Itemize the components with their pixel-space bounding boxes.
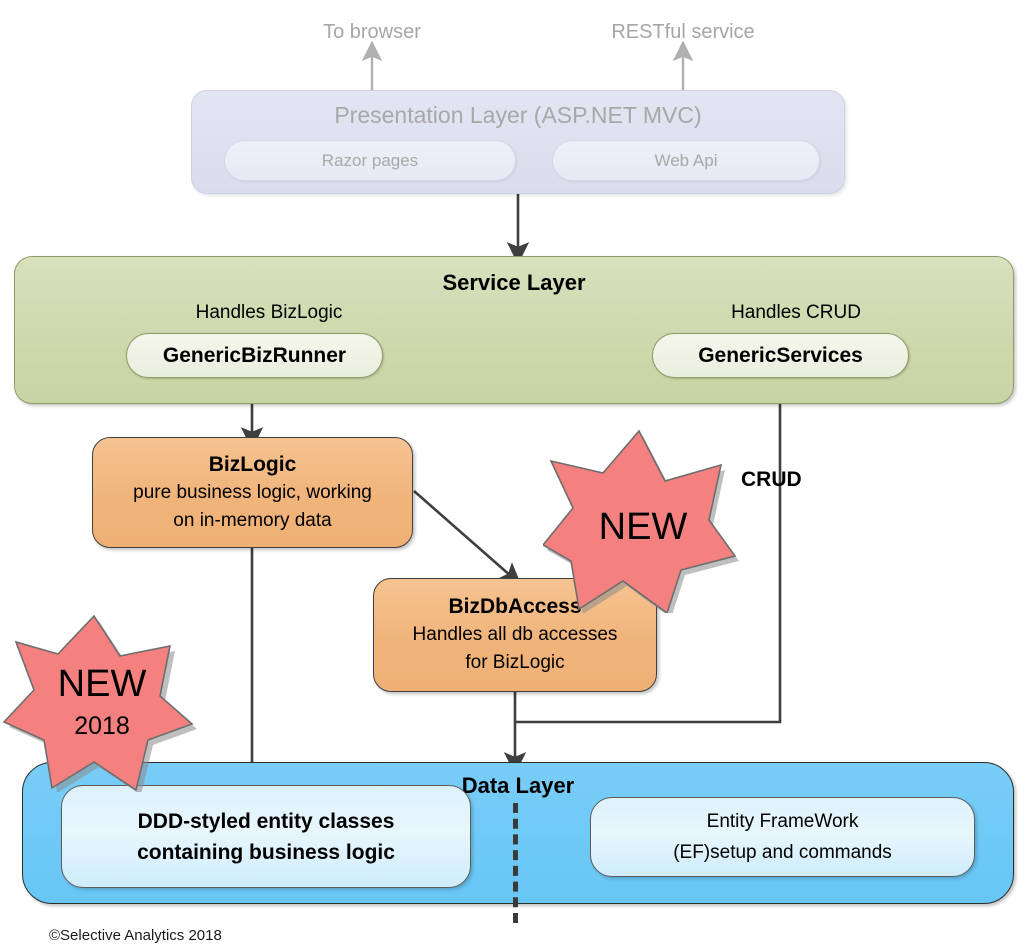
data-pill-entity-framework[interactable]: Entity FrameWork (EF)setup and commands (590, 797, 975, 877)
new-badge-data-layer: NEW 2018 (2, 612, 202, 792)
service-pill-genericservices-label: GenericServices (698, 343, 863, 367)
bizlogic-line-2: on in-memory data (173, 509, 332, 531)
bizdbaccess-line-2: for BizLogic (465, 652, 565, 673)
presentation-layer: Presentation Layer (ASP.NET MVC) Razor p… (191, 90, 845, 194)
bizdbaccess-line-1: Handles all db accesses (412, 624, 618, 645)
label-to-browser: To browser (323, 21, 421, 43)
service-pill-genericbizrunner[interactable]: GenericBizRunner (126, 333, 383, 378)
bizlogic-title: BizLogic (208, 452, 297, 476)
new-badge-bizdbaccess: NEW (543, 423, 743, 613)
label-restful-service: RESTful service (611, 21, 755, 43)
bizlogic-box[interactable]: BizLogic pure business logic, working on… (92, 437, 413, 548)
data-pill-ddd-entities-line-2: containing business logic (137, 840, 395, 864)
data-pill-ddd-entities[interactable]: DDD-styled entity classes containing bus… (61, 785, 471, 888)
presentation-pill-razor-pages-label: Razor pages (321, 150, 419, 170)
presentation-pill-web-api-label: Web Api (654, 150, 718, 170)
data-layer: Data Layer DDD-styled entity classes con… (22, 762, 1014, 923)
arrow-bizlogic-to-bizdbaccess (413, 490, 522, 586)
label-crud: CRUD (741, 468, 802, 491)
data-pill-ddd-entities-line-1: DDD-styled entity classes (137, 809, 395, 833)
service-layer: Service Layer Handles BizLogic GenericBi… (14, 256, 1014, 404)
data-layer-divider (513, 803, 518, 923)
copyright-note: ©Selective Analytics 2018 (49, 927, 222, 944)
presentation-layer-title: Presentation Layer (ASP.NET MVC) (334, 102, 702, 128)
service-pill-genericbizrunner-label: GenericBizRunner (162, 343, 347, 367)
star-shape-icon (543, 429, 739, 613)
service-right-caption: Handles CRUD (731, 302, 861, 323)
service-left-caption: Handles BizLogic (195, 302, 343, 323)
data-layer-title: Data Layer (461, 773, 575, 798)
presentation-pill-razor-pages[interactable]: Razor pages (224, 140, 516, 181)
service-pill-genericservices[interactable]: GenericServices (652, 333, 909, 378)
presentation-pill-web-api[interactable]: Web Api (552, 140, 820, 181)
bizlogic-line-1: pure business logic, working (133, 481, 372, 503)
data-pill-entity-framework-line-1: Entity FrameWork (706, 811, 859, 832)
data-pill-entity-framework-line-2: (EF)setup and commands (673, 842, 892, 863)
service-layer-title: Service Layer (442, 270, 586, 295)
star-shape-icon (2, 614, 197, 792)
bizdbaccess-title: BizDbAccess (448, 595, 582, 618)
